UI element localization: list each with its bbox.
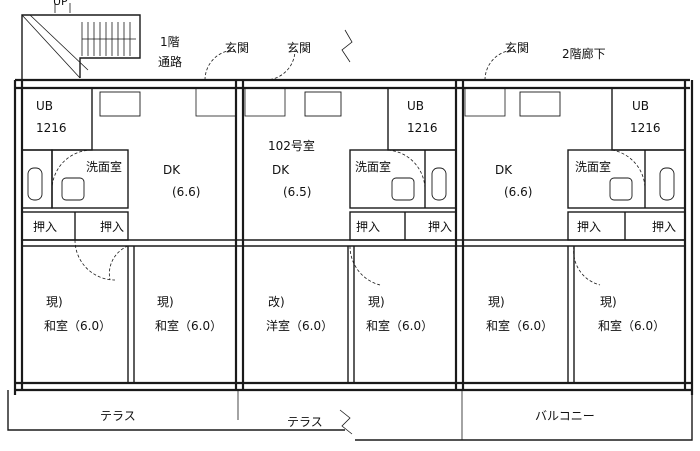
ub-size: 1216 bbox=[630, 121, 661, 135]
room-name: 和室（6.0） bbox=[598, 318, 665, 333]
dk-size: (6.6) bbox=[172, 185, 200, 199]
closet-label: 押入 bbox=[577, 220, 601, 234]
washroom-label: 洗面室 bbox=[575, 159, 611, 174]
ub-size: 1216 bbox=[36, 121, 67, 135]
wet-area-right bbox=[519, 87, 686, 286]
washroom-label: 洗面室 bbox=[86, 159, 122, 174]
dk-label: DK bbox=[163, 163, 181, 177]
room-tag: 現) bbox=[368, 295, 385, 309]
ub-label: UB bbox=[36, 99, 53, 113]
room-name: 和室（6.0） bbox=[155, 318, 222, 333]
entrance-label-1: 玄関 bbox=[225, 40, 249, 55]
party-walls bbox=[22, 80, 685, 390]
dk-label: DK bbox=[272, 163, 290, 177]
entrance-label-3: 玄関 bbox=[505, 40, 529, 55]
wet-area-middle bbox=[304, 87, 457, 286]
room-tag: 現) bbox=[157, 295, 174, 309]
room-tag: 現) bbox=[600, 295, 617, 309]
closet-label: 押入 bbox=[428, 220, 452, 234]
wet-area-left bbox=[21, 87, 141, 281]
washroom-label: 洗面室 bbox=[355, 159, 391, 174]
ub-label: UB bbox=[632, 99, 649, 113]
room-name: 和室（6.0） bbox=[44, 318, 111, 333]
corridor-1f-line1: 1階 bbox=[160, 34, 180, 49]
room-name: 和室（6.0） bbox=[366, 318, 433, 333]
closet-label: 押入 bbox=[356, 220, 380, 234]
dk-size: (6.6) bbox=[504, 185, 532, 199]
ub-label: UB bbox=[407, 99, 424, 113]
entrance-label-2: 玄関 bbox=[287, 40, 311, 55]
terrace-left: テラス bbox=[100, 409, 136, 423]
up-label: UP bbox=[53, 0, 68, 8]
corridor-2f: 2階廊下 bbox=[562, 46, 606, 61]
entrance-doors bbox=[195, 49, 516, 117]
unit-number: 102号室 bbox=[268, 138, 315, 153]
room-name: 洋室（6.0） bbox=[266, 318, 333, 333]
staircase bbox=[21, 3, 141, 80]
closet-label: 押入 bbox=[652, 220, 676, 234]
dk-label: DK bbox=[495, 163, 513, 177]
closet-label: 押入 bbox=[100, 220, 124, 234]
corridor-1f-line2: 通路 bbox=[158, 54, 182, 69]
labels: UP 1階 通路 玄関 玄関 玄関 2階廊下 UB 1216 洗面室 DK (6… bbox=[33, 0, 676, 429]
terrace-mid: テラス bbox=[287, 415, 323, 429]
ub-size: 1216 bbox=[407, 121, 438, 135]
room-name: 和室（6.0） bbox=[486, 318, 553, 333]
dk-size: (6.5) bbox=[283, 185, 311, 199]
room-tag: 現) bbox=[46, 295, 63, 309]
balcony-label: バルコニー bbox=[535, 409, 595, 423]
room-tag: 改) bbox=[268, 295, 285, 309]
room-tag: 現) bbox=[488, 295, 505, 309]
closet-label: 押入 bbox=[33, 220, 57, 234]
